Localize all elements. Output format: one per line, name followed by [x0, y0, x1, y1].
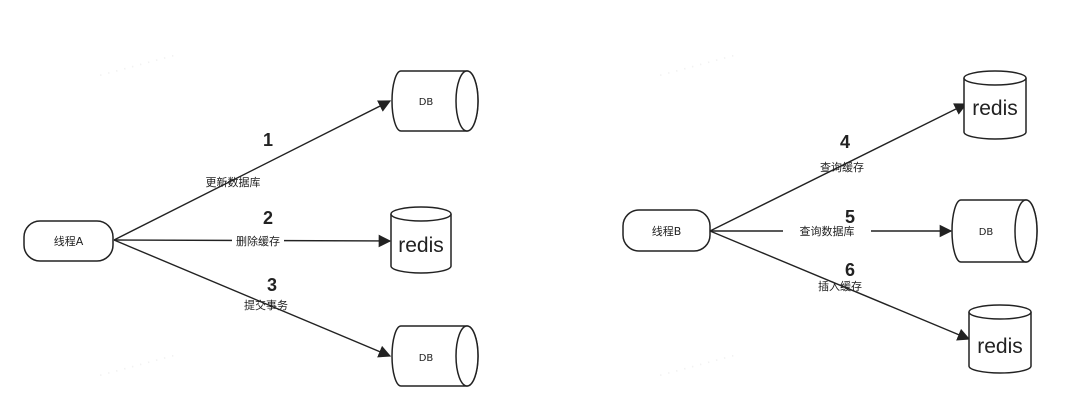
db-bottom-label: DB — [419, 353, 434, 364]
db-node-top[interactable]: DB — [391, 70, 479, 132]
step-1-label: 更新数据库 — [206, 175, 261, 189]
step-4-label: 查询缓存 — [820, 160, 864, 174]
step-5-label: 查询数据库 — [800, 224, 855, 238]
db-node-bottom[interactable]: DB — [391, 325, 479, 387]
redis-left-label: redis — [398, 234, 444, 257]
step-3-number: 3 — [267, 275, 277, 295]
edge-step-4 — [709, 103, 968, 232]
step-2-number: 2 — [263, 208, 273, 228]
step-2-label: 删除缓存 — [236, 234, 280, 248]
left-diagram: 线程A DB redis DB 1 更新数据库 2 删除缓存 3 提交事务 — [23, 70, 479, 387]
db-right-label: DB — [979, 227, 994, 238]
step-3-label: 提交事务 — [244, 298, 288, 312]
svg-text:· · · · · · · · · ·: · · · · · · · · · · — [657, 349, 737, 384]
redis-node-left[interactable]: redis — [390, 206, 452, 274]
thread-a-node[interactable]: 线程A — [23, 220, 114, 262]
redis-top-label: redis — [972, 97, 1018, 120]
svg-text:· · · · · · · · · ·: · · · · · · · · · · — [657, 49, 737, 84]
redis-bottom-label: redis — [977, 335, 1023, 358]
step-1-number: 1 — [263, 130, 273, 150]
thread-a-label: 线程A — [54, 234, 84, 248]
right-diagram: 线程B redis DB redis 4 查询缓存 5 查询数据库 6 插入缓存 — [622, 70, 1038, 374]
step-4-number: 4 — [840, 132, 850, 152]
edge-step-6 — [709, 230, 971, 341]
svg-text:· · · · · · · · · ·: · · · · · · · · · · — [97, 49, 177, 84]
edge-step-1 — [113, 100, 392, 241]
redis-node-bottom[interactable]: redis — [968, 304, 1032, 374]
step-5-label-bg — [783, 225, 871, 238]
step-6-number: 6 — [845, 260, 855, 280]
thread-b-label: 线程B — [652, 224, 682, 238]
svg-text:· · · · · · · · · ·: · · · · · · · · · · — [97, 349, 177, 384]
step-6-label: 插入缓存 — [818, 279, 862, 293]
db-node-right[interactable]: DB — [951, 199, 1038, 263]
redis-node-top[interactable]: redis — [963, 70, 1027, 140]
step-2-label-bg — [232, 234, 284, 248]
edge-step-3 — [113, 239, 392, 358]
step-5-number: 5 — [845, 207, 855, 227]
thread-b-node[interactable]: 线程B — [622, 209, 711, 252]
db-top-label: DB — [419, 97, 434, 108]
